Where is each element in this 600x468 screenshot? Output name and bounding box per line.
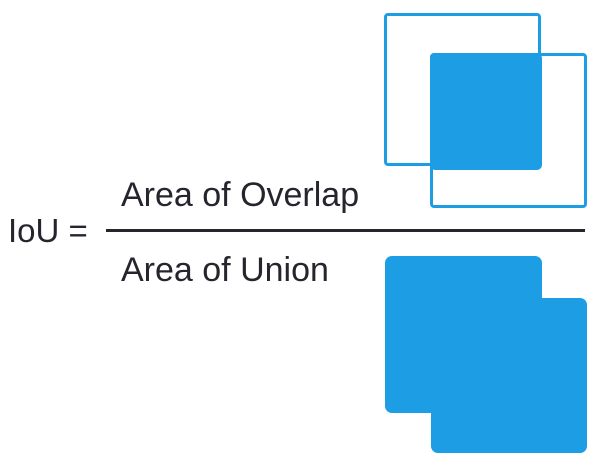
denominator-label: Area of Union — [121, 251, 329, 289]
fraction-bar — [106, 229, 585, 232]
numerator-label: Area of Overlap — [121, 176, 360, 214]
overlap-region — [430, 53, 542, 170]
union-box-b — [431, 298, 587, 453]
iou-label: IoU = — [8, 212, 88, 249]
